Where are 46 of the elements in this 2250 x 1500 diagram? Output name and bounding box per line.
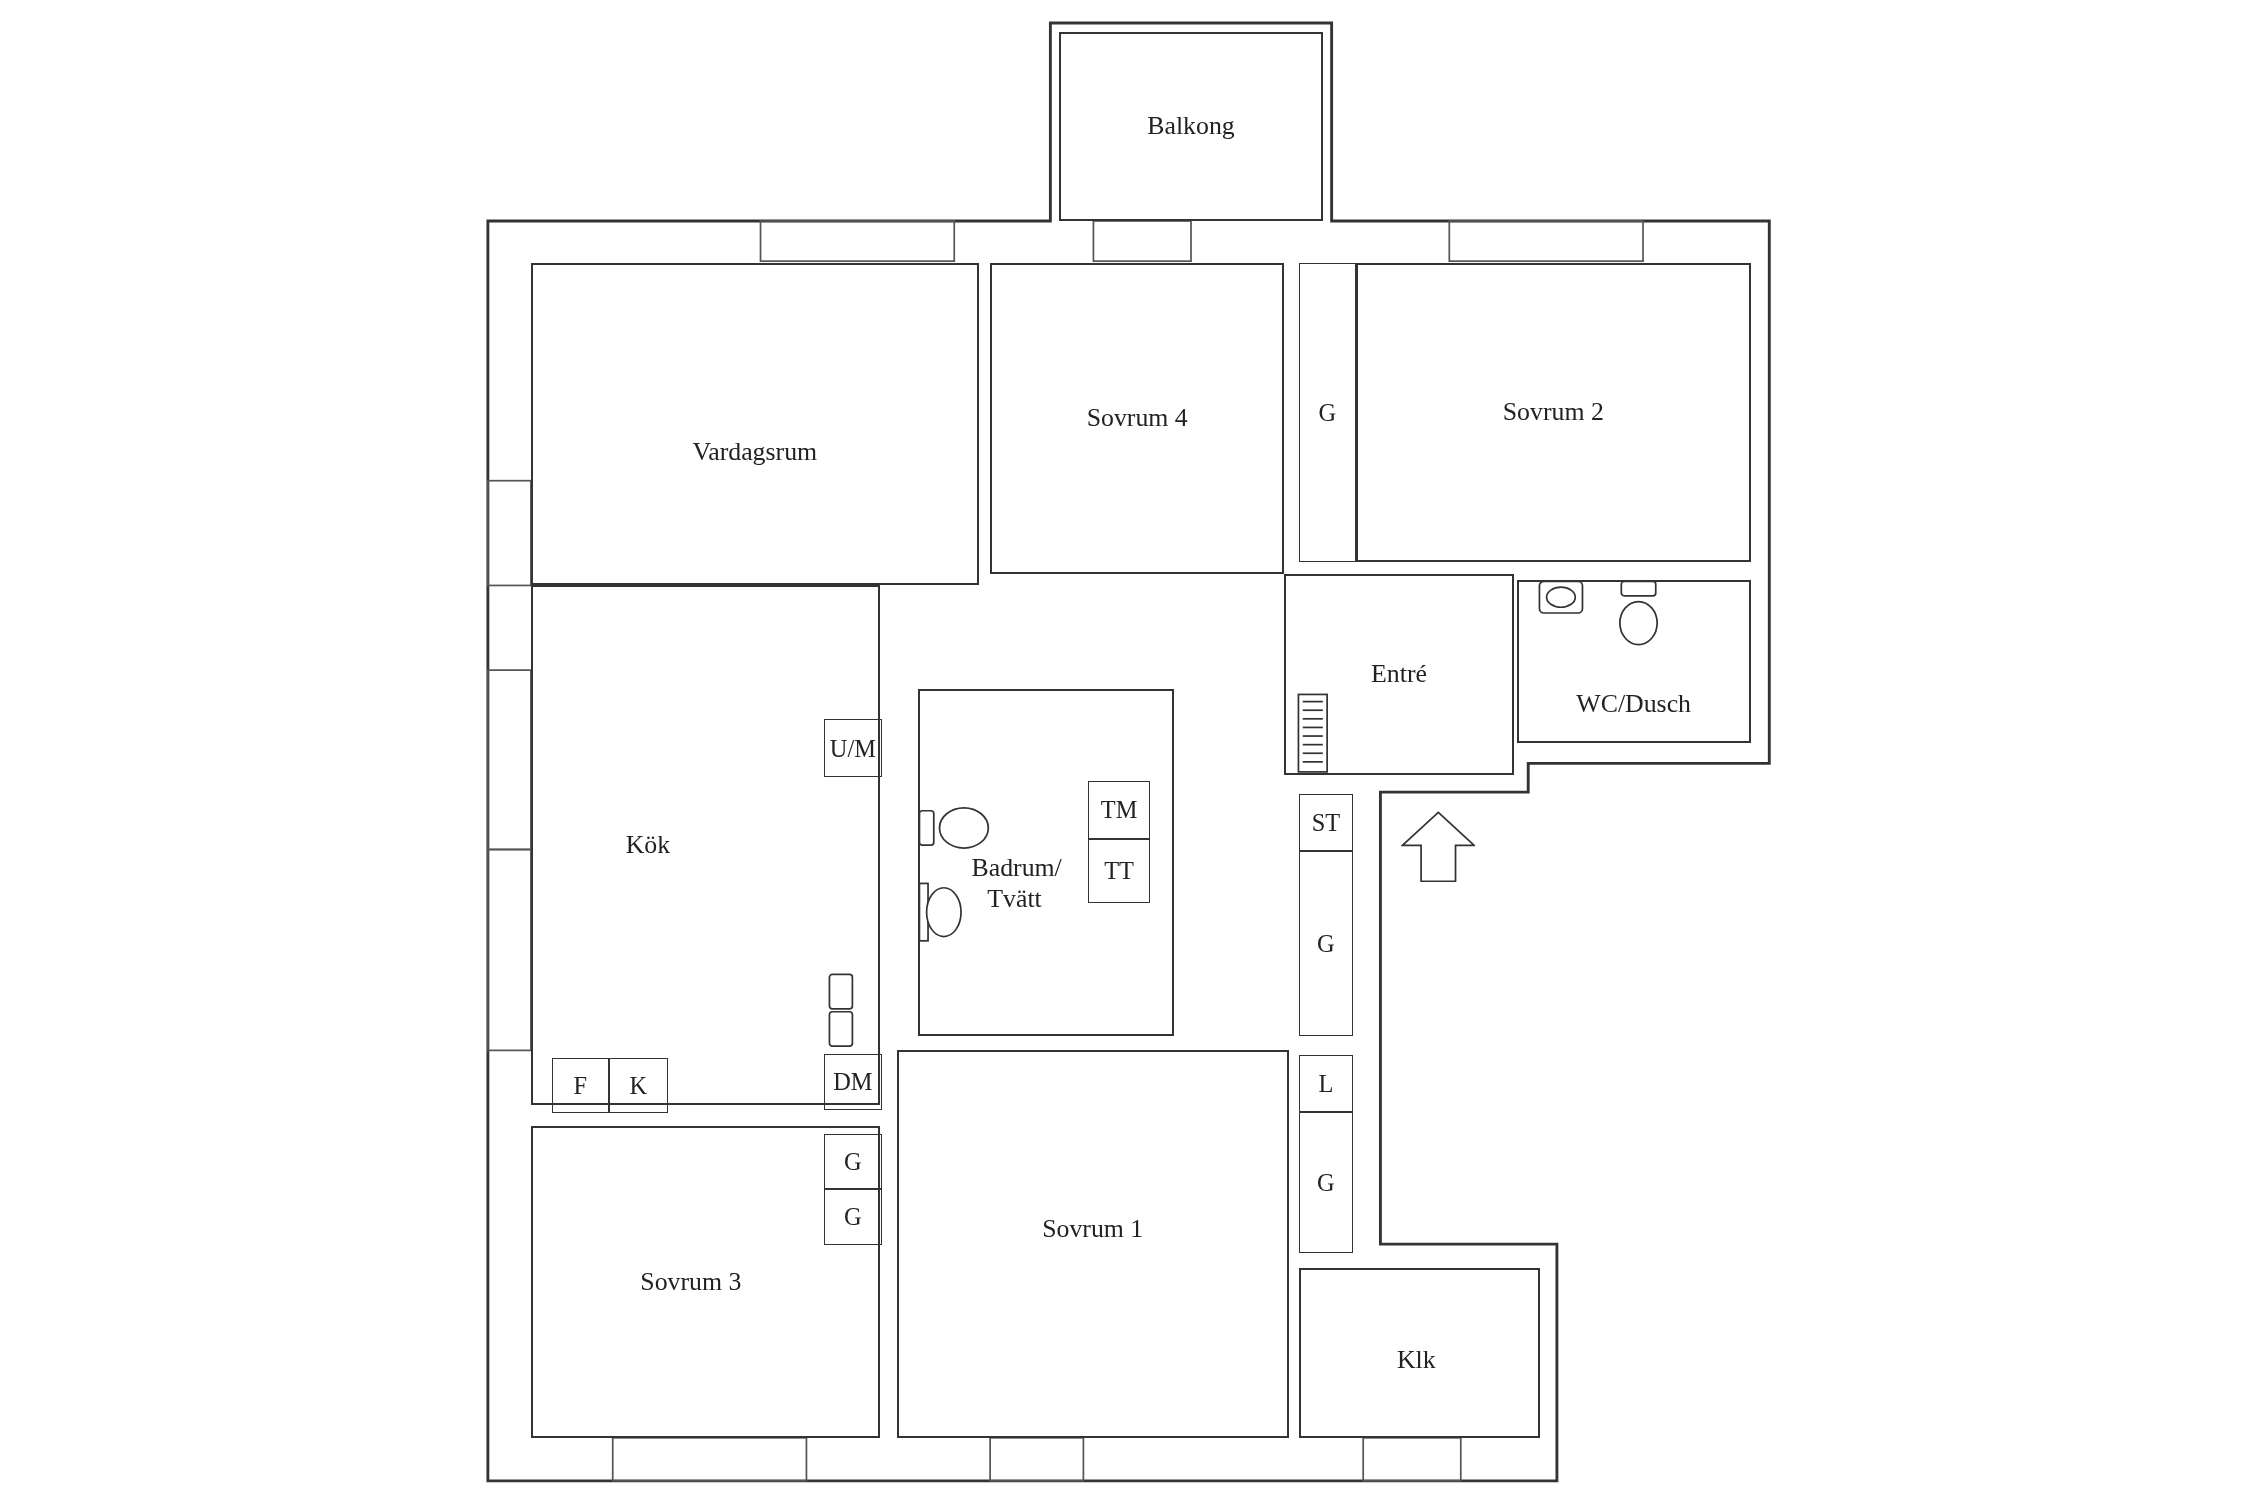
cabinet-outline (1088, 838, 1150, 904)
cabinet-label: TT (1104, 856, 1134, 886)
room-outline (1298, 1268, 1540, 1438)
room-label: Entré (1371, 658, 1427, 690)
room-outline (990, 262, 1285, 574)
cabinet-label: U/M (829, 733, 876, 763)
room-label: Sovrum 3 (640, 1266, 742, 1298)
room-outline (1059, 31, 1323, 221)
cabinet-outline (1298, 793, 1354, 851)
cabinet-outline (1088, 781, 1150, 839)
cabinet-outline (1298, 1112, 1354, 1253)
cabinet-outline (1298, 1054, 1354, 1113)
cabinet-outline (824, 719, 882, 777)
room-label: WC/Dusch (1576, 689, 1692, 721)
cabinet-label: DM (833, 1067, 873, 1097)
cabinet-label: F (573, 1070, 588, 1100)
cabinet-label: G (1318, 397, 1337, 428)
cabinet-outline (824, 1053, 882, 1110)
cabinet-outline (551, 1058, 609, 1113)
cabinet-outline (1298, 850, 1354, 1036)
room-outline (1516, 579, 1751, 744)
cabinet-label: L (1318, 1068, 1334, 1098)
room-outline (918, 688, 1174, 1036)
room-label: Sovrum 1 (1042, 1214, 1144, 1246)
cabinet-outline (824, 1134, 882, 1189)
room-label: Klk (1396, 1344, 1436, 1376)
cabinet-label: G (844, 1146, 862, 1177)
cabinet-outline (1298, 262, 1356, 563)
room-outline (530, 262, 979, 586)
cabinet-label: TM (1100, 795, 1138, 825)
cabinet-label: ST (1311, 807, 1341, 837)
room-outline (530, 1126, 880, 1438)
room-label: Sovrum 2 (1502, 397, 1604, 429)
room-outline (896, 1050, 1289, 1438)
cabinet-label: G (1317, 1167, 1335, 1197)
cabinet-outline (824, 1188, 882, 1245)
room-label: Balkong (1147, 110, 1235, 142)
cabinet-label: G (844, 1202, 862, 1232)
room-label: Sovrum 4 (1086, 402, 1188, 434)
cabinet-outline (608, 1058, 668, 1113)
cabinet-label: K (629, 1070, 648, 1100)
room-label: Vardagsrum (692, 437, 818, 469)
cabinet-label: G (1317, 928, 1335, 959)
room-outline (1356, 262, 1751, 563)
room-label: Kök (625, 829, 671, 861)
room-outline (1284, 573, 1514, 775)
